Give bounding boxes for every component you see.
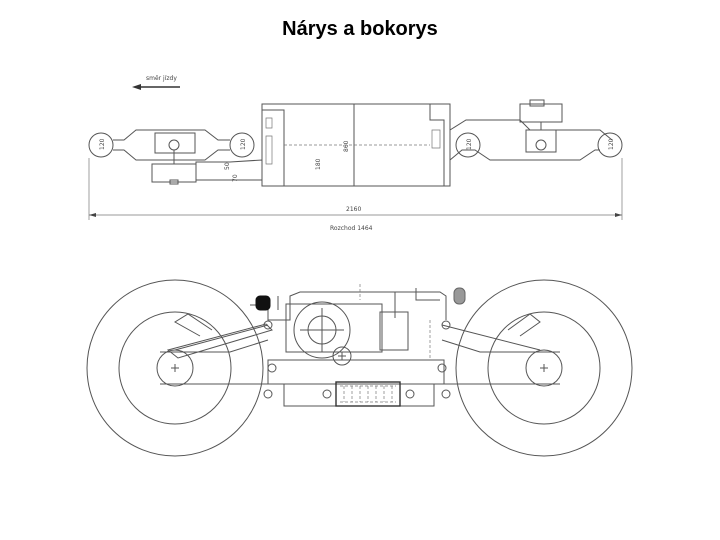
side-left-arm xyxy=(160,313,269,385)
dim-wheel-right: 120 xyxy=(608,138,615,150)
side-view xyxy=(86,279,633,457)
direction-label: směr jízdy xyxy=(146,75,177,82)
dim-50: 50 xyxy=(224,162,231,170)
side-right-arm xyxy=(441,313,560,385)
dim-180: 180 xyxy=(315,158,322,170)
side-right-wheel xyxy=(455,279,633,457)
slide-title: Nárys a bokorys xyxy=(282,18,438,40)
left-swing-arm xyxy=(113,129,230,161)
dim-track: Rozchod 1464 xyxy=(330,225,373,232)
dim-70: 70 xyxy=(232,174,239,182)
dark-cap xyxy=(255,295,271,311)
front-view: směr jízdy 120 120 xyxy=(88,75,623,232)
motor xyxy=(285,301,409,359)
pulley xyxy=(332,346,352,366)
pivot-points xyxy=(263,320,451,399)
side-left-link xyxy=(166,323,273,359)
lower-frame xyxy=(267,359,445,407)
right-wheel: 120 120 xyxy=(455,132,623,158)
dim-860: 860 xyxy=(343,140,350,152)
side-left-wheel xyxy=(86,279,264,457)
dim-wheel-right-inner: 120 xyxy=(466,138,473,150)
left-bearing xyxy=(151,132,197,185)
dim-overall: 2160 xyxy=(346,206,361,213)
direction-arrow: směr jízdy xyxy=(132,75,180,90)
dim-wheel-left: 120 xyxy=(99,138,106,150)
right-swing-arm xyxy=(449,119,613,161)
central-frame: 50 70 180 860 xyxy=(195,103,451,187)
overall-dimension: 2160 Rozchod 1464 xyxy=(88,158,623,232)
right-bearing xyxy=(519,99,563,153)
left-wheel: 120 120 xyxy=(88,132,255,158)
dim-wheel-left-inner: 120 xyxy=(240,138,247,150)
gray-cap xyxy=(453,287,466,305)
